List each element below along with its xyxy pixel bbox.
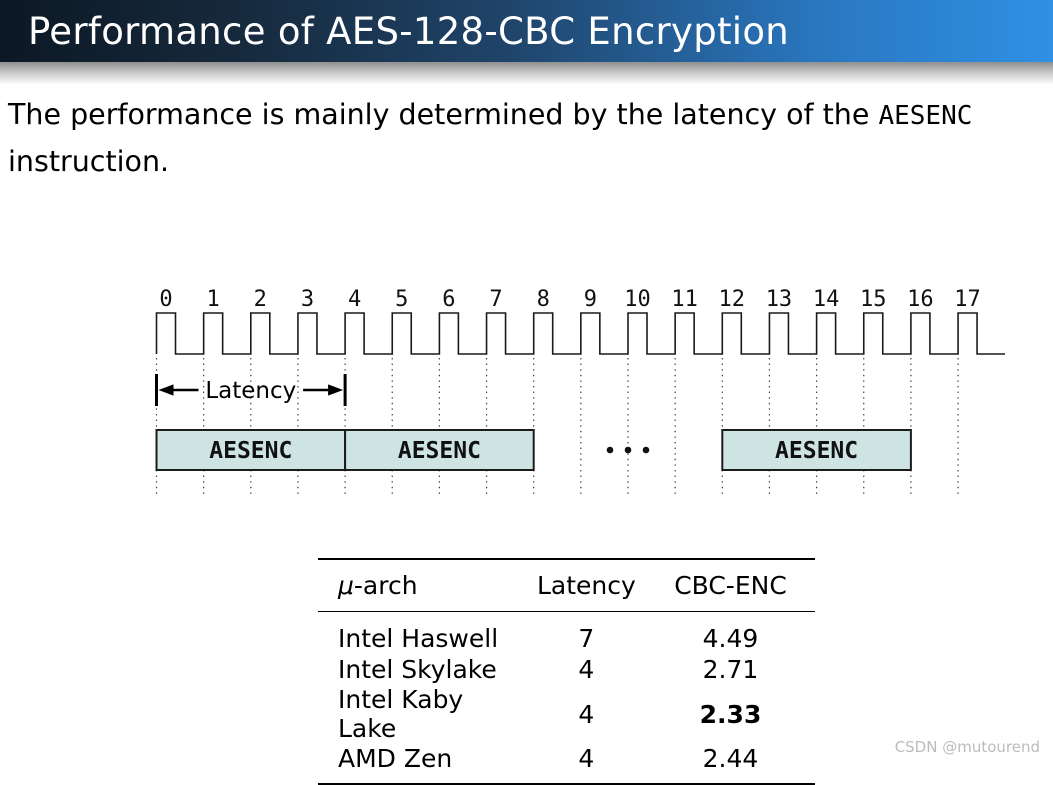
table-cell: 2.71 bbox=[702, 655, 759, 684]
latency-label: Latency bbox=[205, 378, 296, 404]
table-cell: AMD Zen bbox=[338, 744, 453, 773]
aesenc-block-label: AESENC bbox=[775, 438, 858, 464]
table-cell: 4 bbox=[578, 699, 595, 729]
slide-title-bar: Performance of AES-128-CBC Encryption bbox=[0, 0, 1053, 62]
aesenc-block bbox=[721, 429, 912, 471]
ellipsis-dot bbox=[642, 446, 650, 454]
table-cell: 4 bbox=[578, 744, 595, 773]
cycle-number: 0 bbox=[159, 287, 172, 312]
cycle-number: 1 bbox=[207, 287, 220, 312]
cycle-number: 2 bbox=[254, 287, 267, 312]
latency-right-arrowhead bbox=[328, 384, 344, 396]
cycle-number: 4 bbox=[348, 287, 361, 312]
table-cell: 4.49 bbox=[702, 624, 759, 653]
cycle-number: 8 bbox=[537, 287, 550, 312]
table-column-header: Latency bbox=[526, 559, 646, 612]
cycle-number: 3 bbox=[301, 287, 314, 312]
cycle-number: 10 bbox=[624, 287, 651, 312]
table-cell: 4 bbox=[578, 655, 595, 684]
table-cell: 2.33 bbox=[699, 699, 762, 729]
aesenc-block bbox=[344, 429, 535, 471]
cycle-number: 14 bbox=[813, 287, 840, 312]
table-row: Intel Kaby Lake 4 2.33 bbox=[318, 685, 815, 743]
cycle-number: 6 bbox=[442, 287, 455, 312]
table-cell: Intel Skylake bbox=[338, 655, 497, 684]
cycle-number: 9 bbox=[584, 287, 597, 312]
table-column-header: CBC-ENC bbox=[646, 559, 815, 612]
cycle-number: 7 bbox=[489, 287, 502, 312]
cycle-number: 11 bbox=[671, 287, 698, 312]
title-bar-shadow bbox=[0, 62, 1053, 86]
aesenc-block bbox=[155, 429, 347, 471]
watermark: CSDN @mutourend bbox=[894, 738, 1040, 756]
cycle-number: 15 bbox=[860, 287, 887, 312]
cycle-number: 16 bbox=[907, 287, 934, 312]
ellipsis-dot bbox=[606, 446, 614, 454]
table-column-header: μ-arch bbox=[318, 559, 527, 612]
latency-left-arrowhead bbox=[158, 384, 174, 396]
cycle-number: 12 bbox=[719, 287, 746, 312]
table-cell: Intel Kaby Lake bbox=[338, 685, 464, 743]
table-row: AMD Zen 4 2.44 bbox=[318, 743, 815, 784]
table-cell: 2.44 bbox=[702, 744, 759, 773]
table-cell: Intel Haswell bbox=[338, 624, 499, 653]
ellipsis-dot bbox=[624, 446, 632, 454]
table-cell: 7 bbox=[578, 624, 595, 653]
aesenc-inline-code: AESENC bbox=[878, 101, 973, 131]
table-row: Intel Haswell 7 4.49 bbox=[318, 612, 815, 655]
aesenc-block-label: AESENC bbox=[209, 438, 292, 464]
body-paragraph: The performance is mainly determined by … bbox=[8, 92, 1053, 185]
body-text-line1: The performance is mainly determined by … bbox=[8, 98, 879, 131]
cycle-number: 5 bbox=[395, 287, 408, 312]
clock-waveform bbox=[155, 312, 1005, 355]
slide-title: Performance of AES-128-CBC Encryption bbox=[28, 9, 790, 53]
cycle-number: 13 bbox=[766, 287, 793, 312]
aesenc-block-label: AESENC bbox=[398, 438, 481, 464]
table-row: Intel Skylake 4 2.71 bbox=[318, 654, 815, 685]
body-text-line2: instruction. bbox=[8, 145, 170, 178]
cycle-number: 17 bbox=[954, 287, 981, 312]
